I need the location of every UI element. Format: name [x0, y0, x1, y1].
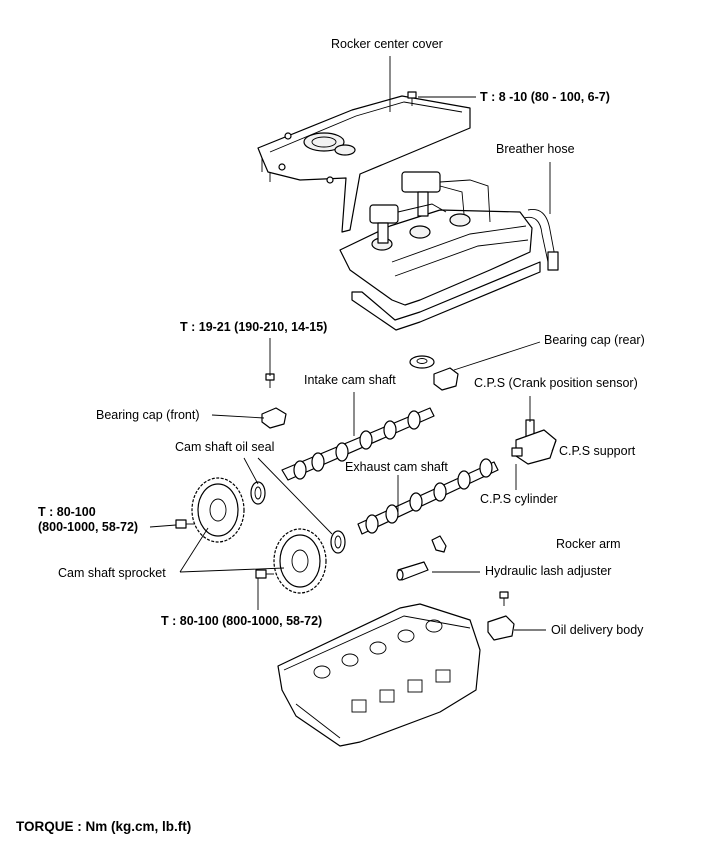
leader-lines: [149, 56, 557, 631]
label-intake-cam-shaft: Intake cam shaft: [304, 373, 396, 387]
label-cps-cylinder: C.P.S cylinder: [480, 492, 558, 506]
breather-hose-drawing: [523, 208, 559, 271]
label-breather-hose: Breather hose: [496, 142, 575, 156]
oil-delivery-bolt-drawing: [499, 591, 509, 606]
label-oil-delivery-body: Oil delivery body: [551, 623, 644, 637]
exhaust-cam-shaft-drawing: [357, 458, 499, 535]
label-torque-bearing-cap: T : 19-21 (190-210, 14-15): [180, 320, 328, 334]
label-hydraulic-lash-adjuster: Hydraulic lash adjuster: [485, 564, 612, 578]
label-rocker-center-cover: Rocker center cover: [331, 37, 443, 51]
cam-shaft-oil-seals-drawing: [250, 481, 346, 554]
oil-delivery-body-drawing: [487, 615, 515, 641]
label-exhaust-cam-shaft: Exhaust cam shaft: [345, 460, 448, 474]
label-bearing-cap-rear: Bearing cap (rear): [544, 333, 645, 347]
label-cps: C.P.S (Crank position sensor): [474, 376, 638, 390]
label-torque-rocker-cover: T : 8 -10 (80 - 100, 6-7): [480, 90, 610, 104]
cylinder-head-cover-drawing: [339, 209, 541, 331]
label-cam-shaft-oil-seal: Cam shaft oil seal: [175, 440, 275, 454]
torque-units-footer: TORQUE : Nm (kg.cm, lb.ft): [16, 819, 192, 834]
rocker-arm-drawing: [431, 535, 447, 553]
label-bearing-cap-front: Bearing cap (front): [96, 408, 200, 422]
bearing-cap-bolt-drawing: [265, 373, 275, 388]
hydraulic-lash-adjuster-drawing: [396, 561, 429, 581]
label-cam-shaft-sprocket: Cam shaft sprocket: [58, 566, 166, 580]
label-cps-support: C.P.S support: [559, 444, 636, 458]
ignition-coils-drawing: [369, 171, 491, 244]
label-rocker-arm: Rocker arm: [556, 537, 621, 551]
label-torque-sprocket-1-line1: T : 80-100: [38, 505, 96, 519]
cam-shaft-sprockets-drawing: [191, 477, 327, 594]
bearing-cap-front-drawing: [261, 407, 287, 429]
cylinder-head-drawing: [277, 603, 481, 747]
intake-cam-shaft-drawing: [281, 407, 435, 481]
bearing-cap-rear-drawing: [409, 355, 459, 391]
label-torque-sprocket-2: T : 80-100 (800-1000, 58-72): [161, 614, 323, 628]
sprocket-bolts-drawing: [175, 519, 274, 579]
cps-assembly-drawing: [511, 419, 557, 465]
label-torque-sprocket-1-line2: (800-1000, 58-72): [38, 520, 139, 534]
rocker-cover-bolt-drawing: [407, 91, 417, 106]
